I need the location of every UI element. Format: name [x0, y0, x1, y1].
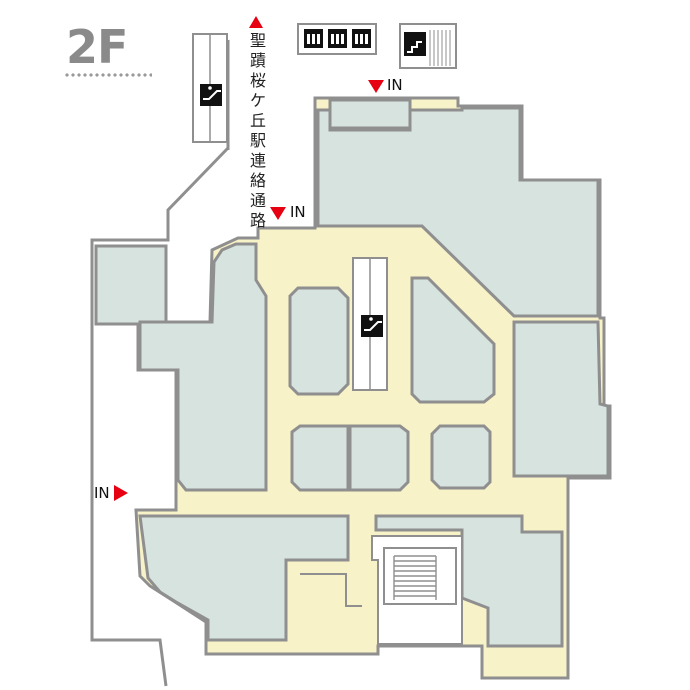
entrance-label-west: IN	[94, 484, 110, 502]
stairs-icon	[404, 32, 426, 56]
shop-southeast	[374, 514, 564, 648]
escalator-northwest	[192, 33, 228, 143]
floor-label: 2F	[66, 20, 128, 74]
stairs-icon	[393, 555, 437, 600]
connector-label: 聖蹟桜ケ丘駅連絡通路	[250, 33, 267, 230]
shop-west-detached	[94, 244, 168, 326]
shop-mid-right	[430, 424, 492, 490]
shop-southwest	[138, 514, 350, 642]
stairwell-inner	[383, 547, 457, 605]
stairwell	[371, 535, 463, 645]
shop-center-right	[410, 276, 496, 404]
shop-mid-middle	[348, 424, 410, 492]
entrance-label-corridor: IN	[290, 203, 306, 221]
entrance-label-north: IN	[387, 76, 403, 94]
shop-north-small	[328, 98, 412, 130]
escalator-icon	[200, 84, 222, 106]
red-triangle-arrow-icon	[270, 207, 286, 220]
stairs-north	[399, 23, 457, 69]
shop-east	[512, 320, 610, 478]
shop-mid-left	[290, 424, 350, 492]
red-triangle-arrow-icon	[114, 485, 128, 501]
shop-center-left	[288, 286, 350, 396]
shop-west	[138, 242, 268, 492]
storage-room-wall	[300, 573, 362, 607]
shops	[94, 98, 610, 648]
escalator-central	[352, 257, 388, 391]
red-triangle-arrow-icon	[249, 16, 263, 28]
storage-room	[288, 574, 346, 640]
red-triangle-arrow-icon	[368, 80, 384, 93]
escalator-icon	[361, 315, 383, 337]
shop-northeast	[316, 106, 600, 318]
floor-label-underline	[64, 72, 152, 78]
elevator-bank	[297, 23, 377, 55]
